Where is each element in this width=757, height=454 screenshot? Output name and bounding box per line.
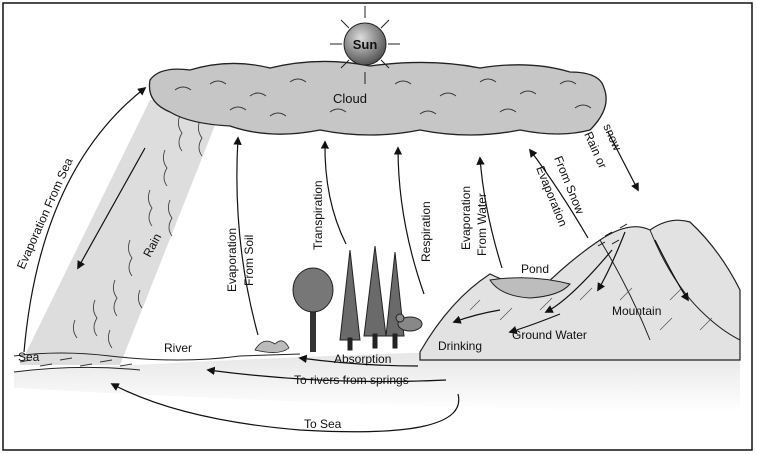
sun-label: Sun xyxy=(353,37,378,52)
sun-rays xyxy=(330,6,400,84)
sun-icon xyxy=(343,22,387,66)
ground-water-label: Ground Water xyxy=(512,328,587,342)
river-label: River xyxy=(164,341,192,355)
rain-shaft xyxy=(20,100,225,365)
arrow-ground-water xyxy=(508,313,561,335)
absorption-label: Absorption xyxy=(334,352,391,366)
arrow-rain xyxy=(77,147,146,270)
transpiration-label: Transpiration xyxy=(311,180,325,250)
soil-patch xyxy=(254,340,290,353)
mountain-ridge xyxy=(649,229,741,341)
arrow-mountain-runoff-3 xyxy=(654,239,689,302)
arrow-absorption xyxy=(298,354,419,367)
respiration-label: Respiration xyxy=(419,201,433,262)
arrow-evaporation-from-soil xyxy=(233,136,259,336)
to-rivers-from-springs-label: To rivers from springs xyxy=(294,373,409,387)
mountain-shape xyxy=(419,219,741,361)
sea-label: Sea xyxy=(18,350,40,364)
to-sea-label: To Sea xyxy=(304,417,342,431)
mountain-ridge-2 xyxy=(599,239,651,341)
cloud-shape xyxy=(148,60,607,136)
arrow-mountain-runoff-2 xyxy=(544,249,613,313)
arrow-mountain-runoff-1 xyxy=(597,231,626,292)
arrow-evaporation-from-snow xyxy=(528,148,589,239)
arrow-evaporation-from-sea xyxy=(23,86,147,353)
arrow-respiration xyxy=(393,146,425,295)
rain-streaks xyxy=(72,114,203,349)
snow-marks xyxy=(597,223,628,247)
arrow-transpiration xyxy=(320,140,347,245)
mountain-hatching xyxy=(469,287,713,331)
drinking-label: Drinking xyxy=(438,339,482,353)
arrow-evaporation-from-water xyxy=(476,156,503,269)
cloud-label: Cloud xyxy=(333,91,367,106)
arrow-to-rivers-from-springs xyxy=(206,366,447,383)
evaporation-from-water-label-1: Evaporation xyxy=(459,186,473,250)
sea-line xyxy=(13,366,141,373)
evaporation-from-soil-label-2: From Soil xyxy=(242,235,256,286)
mountain-label: Mountain xyxy=(612,304,661,318)
tree-deciduous xyxy=(292,267,334,352)
cloud-texture xyxy=(174,78,592,117)
evaporation-from-sea-label: Evaporation From Sea xyxy=(14,156,76,272)
pond-shape xyxy=(489,277,571,299)
arrow-drinking xyxy=(452,309,501,324)
animal-icon xyxy=(395,313,423,332)
pond-label: Pond xyxy=(521,262,549,276)
arrow-to-sea xyxy=(110,383,460,433)
sea-waves xyxy=(19,357,133,367)
evaporation-from-soil-label-1: Evaporation xyxy=(225,228,239,292)
river-line xyxy=(13,352,301,361)
tree-conifers xyxy=(339,245,405,351)
arrow-rain-or-snow xyxy=(607,131,639,192)
rain-or-snow-label-2: snow xyxy=(600,122,624,154)
evaporation-from-water-label-2: From Water xyxy=(475,193,489,256)
